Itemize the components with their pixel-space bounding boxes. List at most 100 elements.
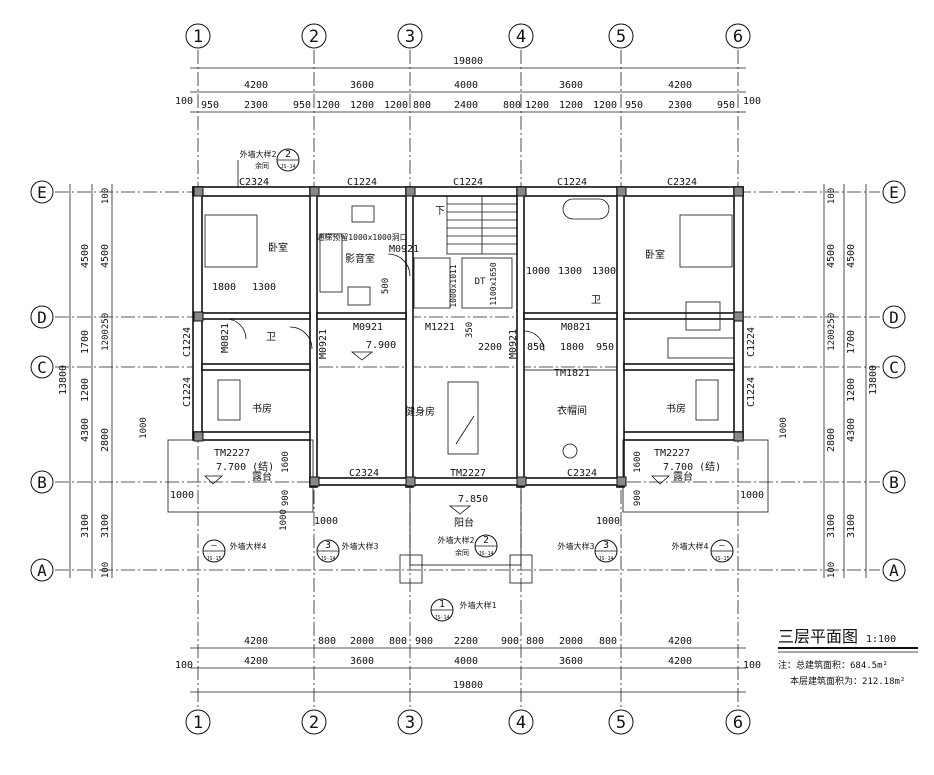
dim-bay: 4500	[846, 244, 857, 268]
dim-detail: 250	[101, 313, 111, 329]
axis-number: 3	[405, 27, 415, 47]
callout-note: 余同	[255, 161, 269, 170]
window-label: C1224	[746, 327, 757, 357]
dim-detail: 3100	[100, 514, 111, 538]
dim-detail: 100	[101, 562, 111, 578]
window-labels: C2324 C1224 C1224 C1224 C2324 C1224 C122…	[182, 177, 757, 479]
window-label: C1224	[746, 377, 757, 407]
dim-note: 950	[596, 342, 614, 353]
dim-bay: 3600	[350, 80, 374, 91]
callout-ref: JS-15	[714, 556, 729, 562]
callout-label: 外墙大样3	[342, 541, 379, 551]
axis-letter: D	[889, 308, 899, 327]
axis-letter: B	[889, 473, 899, 492]
dim-note: 850	[527, 342, 545, 353]
door-label: TM2227	[214, 448, 250, 459]
door-swings	[225, 253, 545, 352]
axis-number: 1	[193, 713, 203, 733]
dim-detail: 100	[101, 188, 111, 204]
dim-bay: 1200	[80, 378, 91, 402]
callout-num: 2	[285, 149, 291, 160]
axis-letter: E	[37, 183, 47, 202]
axis-letter: D	[37, 308, 47, 327]
axis-letter: E	[889, 183, 899, 202]
dim-note: 1000	[779, 417, 789, 439]
area-note-total: 注：总建筑面积：684.5m²	[778, 659, 888, 671]
dim-detail: 1200	[525, 100, 549, 111]
dim-note: 900	[281, 490, 291, 506]
dim-note: 500	[381, 278, 391, 294]
dim-detail: 800	[526, 636, 544, 647]
vertical-grid-lines	[197, 50, 739, 710]
dim-detail: 4200	[244, 636, 268, 647]
dim-detail: 4200	[668, 636, 692, 647]
dim-bay: 3600	[350, 656, 374, 667]
dim-note: 1000	[170, 490, 194, 501]
area-note-floor: 本层建筑面积为：212.18m²	[790, 675, 905, 687]
dim-edge: 100	[175, 660, 193, 671]
dim-bay: 4500	[80, 244, 91, 268]
room-gym: 健身房	[405, 405, 435, 418]
furniture	[204, 198, 735, 459]
level-balcony: 7.850	[458, 494, 488, 505]
misc-annotations: 通梯预留1000x1000洞口 下 DT 1100x1650 1000x1011…	[139, 206, 789, 531]
window-label: C2324	[667, 177, 697, 188]
dim-edge: 100	[175, 96, 193, 107]
axis-number: 2	[309, 713, 319, 733]
window-label: C1224	[557, 177, 587, 188]
axis-number: 3	[405, 713, 415, 733]
dim-note: 2200	[478, 342, 502, 353]
title-block: 三层平面图 1:100 注：总建筑面积：684.5m² 本层建筑面积为：212.…	[778, 627, 918, 687]
dim-detail: 800	[599, 636, 617, 647]
room-study-left: 书房	[252, 402, 272, 415]
dim-bay: 4300	[846, 418, 857, 442]
stair-treads	[447, 196, 517, 254]
dim-note: 1000	[526, 266, 550, 277]
dim-detail: 2300	[668, 100, 692, 111]
axis-number: 1	[193, 27, 203, 47]
right-dimensions: 100 4500 250 1200 2800 3100 100 4500 170…	[823, 184, 879, 578]
dim-note: 1600	[633, 451, 643, 473]
dim-bay: 1200	[846, 378, 857, 402]
room-balcony: 阳台	[454, 516, 474, 529]
dim-note: 1000	[596, 516, 620, 527]
dim-detail: 1200	[101, 329, 111, 351]
axis-bubbles-bottom: 1 2 3 4 5 6	[185, 709, 751, 735]
callout-ref: JS-14	[320, 556, 335, 562]
door-label: M0921	[389, 244, 419, 255]
door-label: M0921	[318, 329, 329, 359]
dim-note: 1000	[314, 516, 338, 527]
dim-note: 1300	[252, 282, 276, 293]
axis-bubbles-top: 1 2 3 4 5 6	[185, 23, 751, 49]
room-bath-right: 卫	[591, 295, 601, 306]
dim-note: 350	[465, 322, 475, 338]
door-label: TM1821	[554, 368, 590, 379]
door-label: M0821	[220, 323, 231, 353]
dim-detail: 800	[318, 636, 336, 647]
level-terrace-right: 7.700 (结)	[663, 460, 721, 473]
axis-letter: A	[37, 561, 47, 580]
dim-detail: 2800	[826, 428, 837, 452]
axis-number: 4	[516, 713, 526, 733]
dim-detail: 800	[503, 100, 521, 111]
axis-number: 5	[616, 713, 626, 733]
dim-bay: 4200	[244, 80, 268, 91]
dim-bay: 4200	[668, 656, 692, 667]
callout-num: 2	[483, 535, 489, 546]
callout-note: 余同	[455, 548, 469, 557]
left-dimensions: 13800 4500 1700 1200 4300 3100 100 4500 …	[58, 184, 113, 578]
dim-detail: 950	[201, 100, 219, 111]
callout-ref: JS-14	[598, 556, 613, 562]
window-label: C1224	[453, 177, 483, 188]
dim-detail: 900	[501, 636, 519, 647]
callout-num: 1	[439, 599, 445, 610]
dim-overall-bottom: 19800	[453, 680, 483, 691]
dim-detail: 1200	[384, 100, 408, 111]
dim-note: 1000	[279, 509, 289, 531]
axis-bubbles-right: E D C B A	[882, 180, 906, 582]
dim-detail: 800	[413, 100, 431, 111]
room-labels: 卧室 卧室 影音室 健身房 书房 书房 衣帽间 卫 卫 露台 露台 阳台	[252, 241, 693, 529]
dim-detail: 800	[389, 636, 407, 647]
dim-detail: 1200	[316, 100, 340, 111]
dim-overall-right: 13800	[868, 365, 879, 395]
